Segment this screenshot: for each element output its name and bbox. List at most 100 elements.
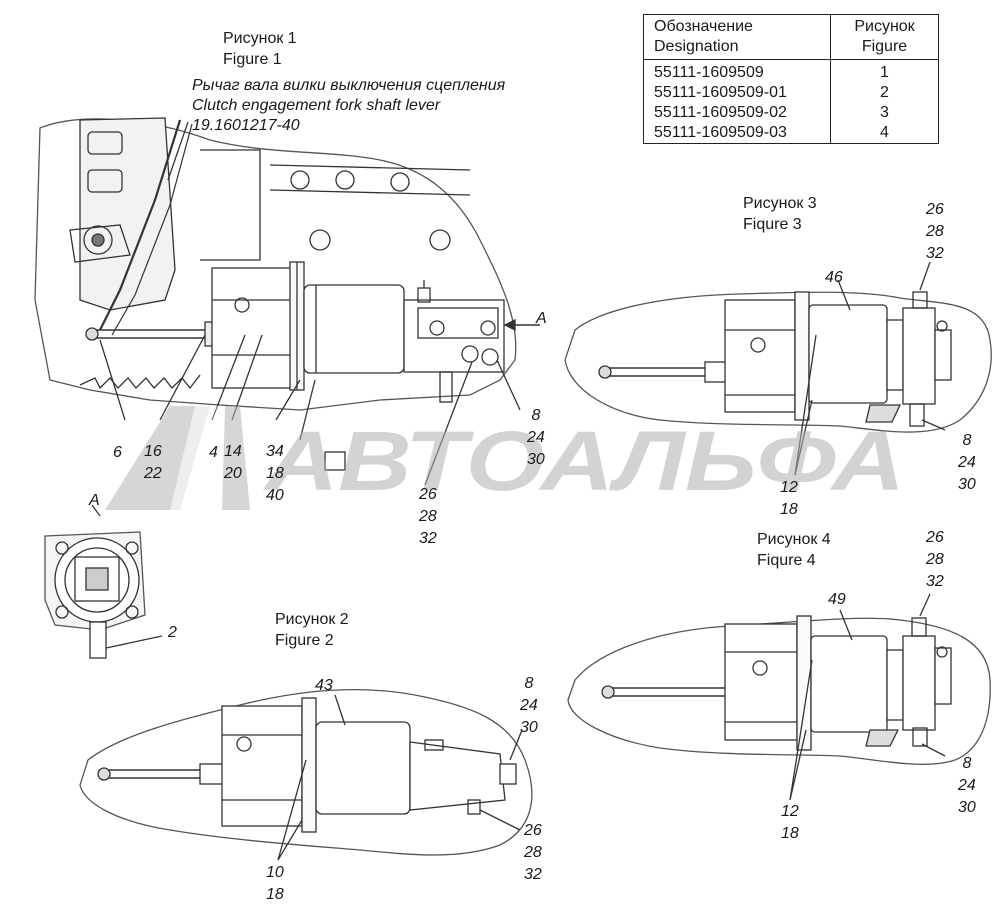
callout-number: 32 [926, 573, 944, 590]
view-a-title: A [89, 492, 100, 509]
figure-3-drawing [564, 261, 992, 476]
table-row: 55111-1609509 55111-1609509-01 55111-160… [643, 59, 939, 144]
callout-number: 20 [224, 465, 242, 482]
callout-number: 32 [926, 245, 944, 262]
callout-number: 24 [520, 697, 538, 714]
callout-number: 28 [419, 508, 437, 525]
callout-number: 28 [926, 551, 944, 568]
callout-26-28-32: 26 28 32 [926, 527, 944, 593]
callout-number: 12 [781, 803, 799, 820]
callout-12-18: 12 18 [780, 477, 798, 521]
table-header-designation: Обозначение Designation [643, 14, 831, 60]
table-header-figure: Рисунок Figure [830, 14, 939, 60]
callout-number: 26 [926, 529, 944, 546]
callout-number: 30 [527, 451, 545, 468]
cell-designation: 55111-1609509 [654, 64, 764, 81]
header-designation-en: Designation [654, 38, 739, 55]
watermark-road-icon [105, 406, 250, 510]
figure-3-title-en: Fiqure 3 [743, 216, 802, 233]
cell-figure: 2 [880, 84, 889, 101]
callout-2: 2 [168, 624, 177, 641]
callout-number: 12 [780, 479, 798, 496]
designation-table: Обозначение Designation Рисунок Figure 5… [643, 14, 939, 144]
callout-number: 26 [419, 486, 437, 503]
callout-10-18: 10 18 [266, 862, 284, 906]
header-designation-ru: Обозначение [654, 18, 753, 35]
callout-number: 26 [926, 201, 944, 218]
callout-26-28-32: 26 28 32 [926, 199, 944, 265]
watermark-logo: АВТОАЛЬФА [105, 406, 905, 510]
cell-designation: 55111-1609509-03 [654, 124, 787, 141]
callout-number: 26 [524, 822, 542, 839]
figure-2-title-ru: Рисунок 2 [275, 611, 349, 628]
callout-26-28-32: 26 28 32 [419, 484, 437, 550]
figure-4-title-ru: Рисунок 4 [757, 531, 831, 548]
callout-number: 30 [958, 476, 976, 493]
callout-number: 18 [266, 465, 284, 482]
table-header-row: Обозначение Designation Рисунок Figure [643, 14, 939, 60]
lever-note-en: Clutch engagement fork shaft lever [192, 97, 441, 114]
figure-4-title-en: Fiqure 4 [757, 552, 816, 569]
callout-8-24-30: 8 24 30 [958, 430, 976, 496]
callout-8-24-30: 8 24 30 [520, 673, 538, 739]
callout-number: 28 [926, 223, 944, 240]
lever-note: Рычаг вала вилки выключения сцепления Cl… [192, 76, 505, 136]
callout-number: 24 [958, 454, 976, 471]
callout-number: 18 [781, 825, 799, 842]
callout-number: 30 [520, 719, 538, 736]
view-a-drawing [44, 504, 163, 659]
figure-3-title-ru: Рисунок 3 [743, 195, 817, 212]
figure-2-title-en: Figure 2 [275, 632, 334, 649]
cell-designation: 55111-1609509-01 [654, 84, 787, 101]
figure-4-drawing [567, 593, 991, 801]
cell-figure: 1 [880, 64, 889, 81]
callout-number: 32 [419, 530, 437, 547]
callout-26-28-32: 26 28 32 [524, 820, 542, 886]
figure-2-caption: Рисунок 2 Figure 2 [275, 609, 349, 651]
watermark-text: АВТОАЛЬФА [263, 414, 905, 508]
cell-figure: 4 [880, 124, 889, 141]
callout-8-24-30: 8 24 30 [958, 753, 976, 819]
header-figure-ru: Рисунок [854, 18, 915, 35]
callout-number: 18 [780, 501, 798, 518]
callout-46: 46 [825, 269, 843, 286]
figure-2-drawing [79, 688, 533, 861]
callout-14-20: 14 20 [224, 441, 242, 485]
callout-number: 24 [527, 429, 545, 446]
callout-number: 8 [962, 755, 972, 772]
figure-3-caption: Рисунок 3 Fiqure 3 [743, 193, 817, 235]
callout-number: 8 [531, 407, 541, 424]
callout-34-18-40: 34 18 40 [266, 441, 284, 507]
callout-4: 4 [209, 444, 218, 461]
callout-number: 34 [266, 443, 284, 460]
cell-designation: 55111-1609509-02 [654, 104, 787, 121]
callout-number: 22 [144, 465, 162, 482]
callout-43: 43 [315, 677, 333, 694]
callout-number: 30 [958, 799, 976, 816]
callout-number: 10 [266, 864, 284, 881]
callout-number: 16 [144, 443, 162, 460]
cell-figure: 3 [880, 104, 889, 121]
callout-number: 28 [524, 844, 542, 861]
figure-1-drawing [34, 117, 540, 486]
callout-number: 8 [524, 675, 534, 692]
view-a-arrow-label: A [536, 310, 547, 327]
figure-1-caption: Рисунок 1 Figure 1 [223, 28, 297, 70]
header-figure-en: Figure [861, 38, 908, 55]
callout-number: 18 [266, 886, 284, 903]
callout-8-24-30: 8 24 30 [527, 405, 545, 471]
figure-4-caption: Рисунок 4 Fiqure 4 [757, 529, 831, 571]
figure-1-title-en: Figure 1 [223, 51, 282, 68]
figure-1-title-ru: Рисунок 1 [223, 30, 297, 47]
callout-number: 14 [224, 443, 242, 460]
callout-number: 32 [524, 866, 542, 883]
lever-note-ru: Рычаг вала вилки выключения сцепления [192, 77, 506, 94]
callout-number: 8 [962, 432, 972, 449]
callout-12-18: 12 18 [781, 801, 799, 845]
callout-49: 49 [828, 591, 846, 608]
callout-16-22: 16 22 [144, 441, 162, 485]
lever-note-part-number: 19.1601217-40 [192, 117, 300, 134]
callout-number: 40 [266, 487, 284, 504]
callout-number: 24 [958, 777, 976, 794]
